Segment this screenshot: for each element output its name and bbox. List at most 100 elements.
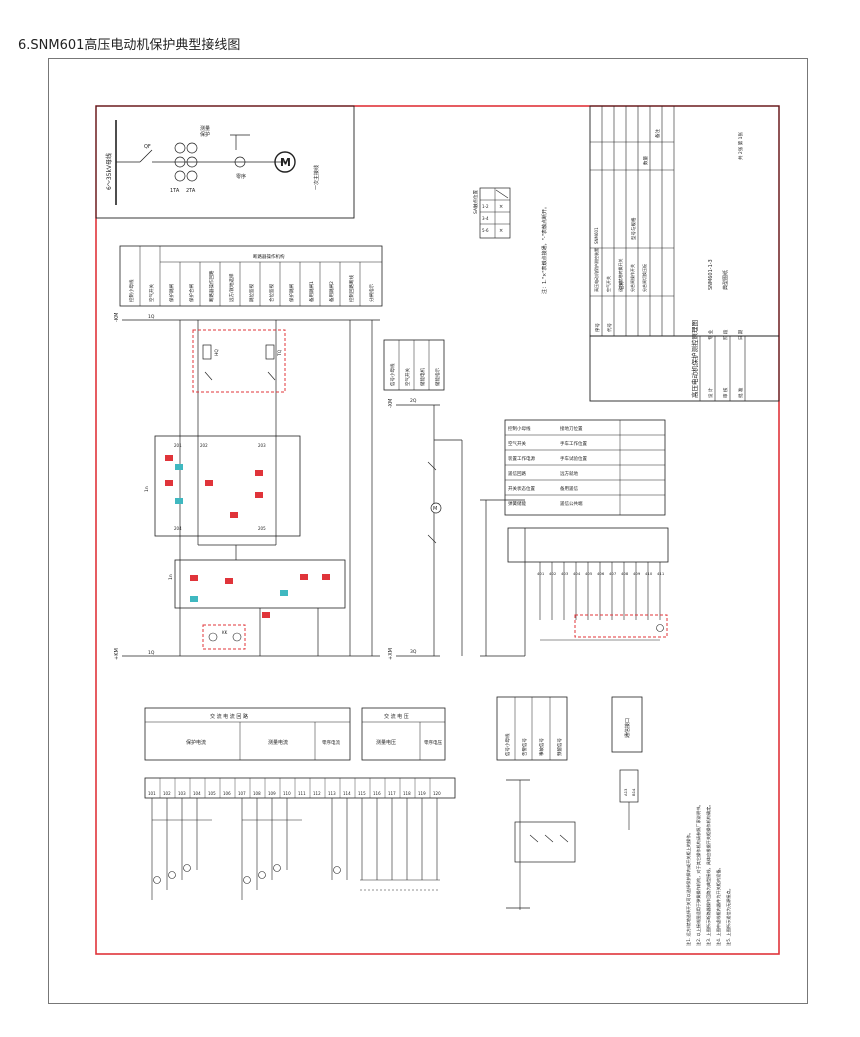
- device-1n-top: [154, 435, 301, 537]
- note-5: 注5. 上图所示遥信为无源接点。: [725, 886, 732, 946]
- sa-switch-table: SA触点位置 1-2 3-4 5-6 × × 注：1."×"表触点接通，"-"表…: [472, 187, 548, 294]
- lab-1n-b: 1n: [168, 574, 174, 580]
- remote-col-2: 空气开关: [508, 440, 526, 447]
- parts-table: 序号 代号 名称 型号与规格 数量 备注 高压电动机保护测控装置 SNM601 …: [589, 105, 780, 337]
- protect-label: 保护: [200, 131, 210, 138]
- note-1: 注1. 远方/就地选择开关可以选择保护屏内或开关柜上的操作。: [685, 830, 692, 946]
- term-119: 119: [418, 791, 426, 796]
- lab-hq: HQ: [214, 349, 220, 356]
- term-205: 205: [258, 526, 266, 531]
- parts-header-qty: 数量: [642, 156, 649, 165]
- remote-col-1: 控制小母线: [508, 425, 531, 432]
- term-107: 107: [238, 791, 246, 796]
- remote-device-1n: [507, 527, 669, 563]
- comm-label: 通信接口: [624, 718, 631, 738]
- drawing-title: 高压电动机保护测控原理图: [690, 320, 699, 398]
- term-102: 102: [163, 791, 171, 796]
- parts-header-note: 备注: [654, 129, 661, 138]
- drawing-border: [95, 105, 780, 955]
- term-203: 203: [258, 443, 266, 448]
- sig-bus-bottom: +XM: [388, 648, 394, 660]
- ctrl-col-1: 控制小母线: [128, 279, 135, 302]
- lab-3q: 3Q: [410, 649, 417, 655]
- motor-symbol: M: [280, 156, 291, 169]
- lab-kk: KK: [222, 630, 228, 635]
- page-heading: 6.SNM601高压电动机保护典型接线图: [18, 38, 241, 53]
- ctrl-col-7: 跳位监视: [248, 284, 255, 302]
- term-105: 105: [208, 791, 216, 796]
- term-401: 401: [537, 571, 545, 576]
- device-1n-mid: [174, 559, 346, 609]
- remote-col-3: 装置工作电源: [508, 455, 535, 462]
- term-111: 111: [298, 791, 306, 796]
- ctrl-col-10: 保护跳闸: [288, 284, 295, 302]
- term-406: 406: [597, 571, 605, 576]
- ctrl-col-6: 远方/就地选择: [228, 273, 235, 302]
- term-104: 104: [193, 791, 201, 796]
- ctrl-col-11: 备用跳闸1: [308, 281, 315, 302]
- parts-header-no: 序号: [594, 323, 601, 332]
- parts-header-model: 型号与规格: [630, 217, 637, 240]
- sign-row-3: 批 准: [737, 387, 744, 398]
- sa-row-2: 3-4: [482, 216, 489, 221]
- term-110: 110: [283, 791, 291, 796]
- term-101: 101: [148, 791, 156, 796]
- term-407: 407: [609, 571, 617, 576]
- term-411: 411: [657, 571, 665, 576]
- remote-col-12: 遥信公共端: [560, 500, 583, 507]
- remote-col-7: 接地刀位置: [560, 425, 583, 432]
- sig-box: 信号小母线 告警信号 事故信号 预留信号: [496, 696, 568, 761]
- comm-port-1: A13: [623, 788, 628, 796]
- term-405: 405: [585, 571, 593, 576]
- ac-top-label: 交 流 电 流 回 路: [210, 713, 248, 720]
- signal-circuit: -XM +XM 2Q 3Q M: [388, 398, 463, 660]
- sa-row-1: 1-2: [482, 204, 489, 209]
- kk-switch-box: [202, 624, 246, 650]
- parts-header-name: 名称: [618, 281, 625, 290]
- title-block: 高压电动机保护测控原理图 SNM601-1-3 典型图纸 共 2张 第 1张 设…: [589, 131, 780, 402]
- sig-box-col-2: 告警信号: [521, 738, 528, 756]
- breaker-mechanism-box: [192, 329, 286, 393]
- comm-box: 通信接口 A13 B14: [611, 696, 643, 830]
- parts-row-5-name: 分合闸操作开关: [629, 264, 635, 292]
- ctrl-col-4: 保护合闸: [188, 284, 195, 302]
- term-108: 108: [253, 791, 261, 796]
- drawing-sheet: 共 2张 第 1张: [737, 131, 744, 160]
- lab-1q-b: 1Q: [148, 650, 155, 656]
- sa-row-3: 5-6: [482, 228, 489, 233]
- sig-col-2: 空气开关: [404, 368, 411, 386]
- lab-1q: 1Q: [148, 314, 155, 320]
- sig-col-1: 信号小母线: [389, 363, 396, 386]
- control-header: 控制小母线 空气开关 保护跳闸 保护合闸 断路器操作回路 远方/就地选择 跳位监…: [119, 245, 383, 307]
- note-4: 注4. 上图中虚线框内器件为开关柜内设备。: [715, 865, 722, 946]
- remote-col-9: 手车试验位置: [560, 455, 587, 462]
- sign-row2-1: 专 业: [707, 329, 714, 340]
- term-106: 106: [223, 791, 231, 796]
- motor-m-small: M: [433, 506, 437, 512]
- sa-mark-3: ×: [499, 228, 503, 234]
- signal-header: 信号小母线 空气开关 储能电机 储能指示: [383, 339, 445, 391]
- ctrl-col-8: 合位监视: [268, 284, 275, 302]
- sign-row2-2: 阶 段: [722, 329, 729, 340]
- av-header: 交 流 电 压 测量电压 零序电压: [361, 707, 446, 761]
- ct-label-1: 1TA: [170, 188, 180, 194]
- ctrl-col-3: 保护跳闸: [168, 284, 175, 302]
- term-403: 403: [561, 571, 569, 576]
- sa-table-title: SA触点位置: [472, 189, 479, 214]
- ctrl-col-9: 断路器操作机构: [253, 253, 285, 260]
- remote-col-6: 弹簧储能: [508, 500, 526, 507]
- ac-header: 交 流 电 流 回 路 保护电流 测量电流 零序电流: [144, 707, 351, 761]
- primary-diagram: 6～35kV母线 QF 1TA 2TA 保护 测量 零序 M 一次主接线: [95, 105, 355, 219]
- sig-col-4: 储能指示: [434, 368, 441, 386]
- term-120: 120: [433, 791, 441, 796]
- term-117: 117: [388, 791, 396, 796]
- sig-box-col-3: 事故信号: [538, 738, 545, 756]
- term-202: 202: [200, 443, 208, 448]
- av-col-2: 零序电压: [424, 739, 442, 746]
- ac-col-3: 零序电流: [322, 739, 340, 746]
- sig-col-3: 储能电机: [419, 368, 426, 386]
- parts-row-2-name: 空气开关: [605, 276, 611, 292]
- term-114: 114: [343, 791, 351, 796]
- remote-col-5: 开关状态位置: [508, 485, 535, 492]
- term-410: 410: [645, 571, 653, 576]
